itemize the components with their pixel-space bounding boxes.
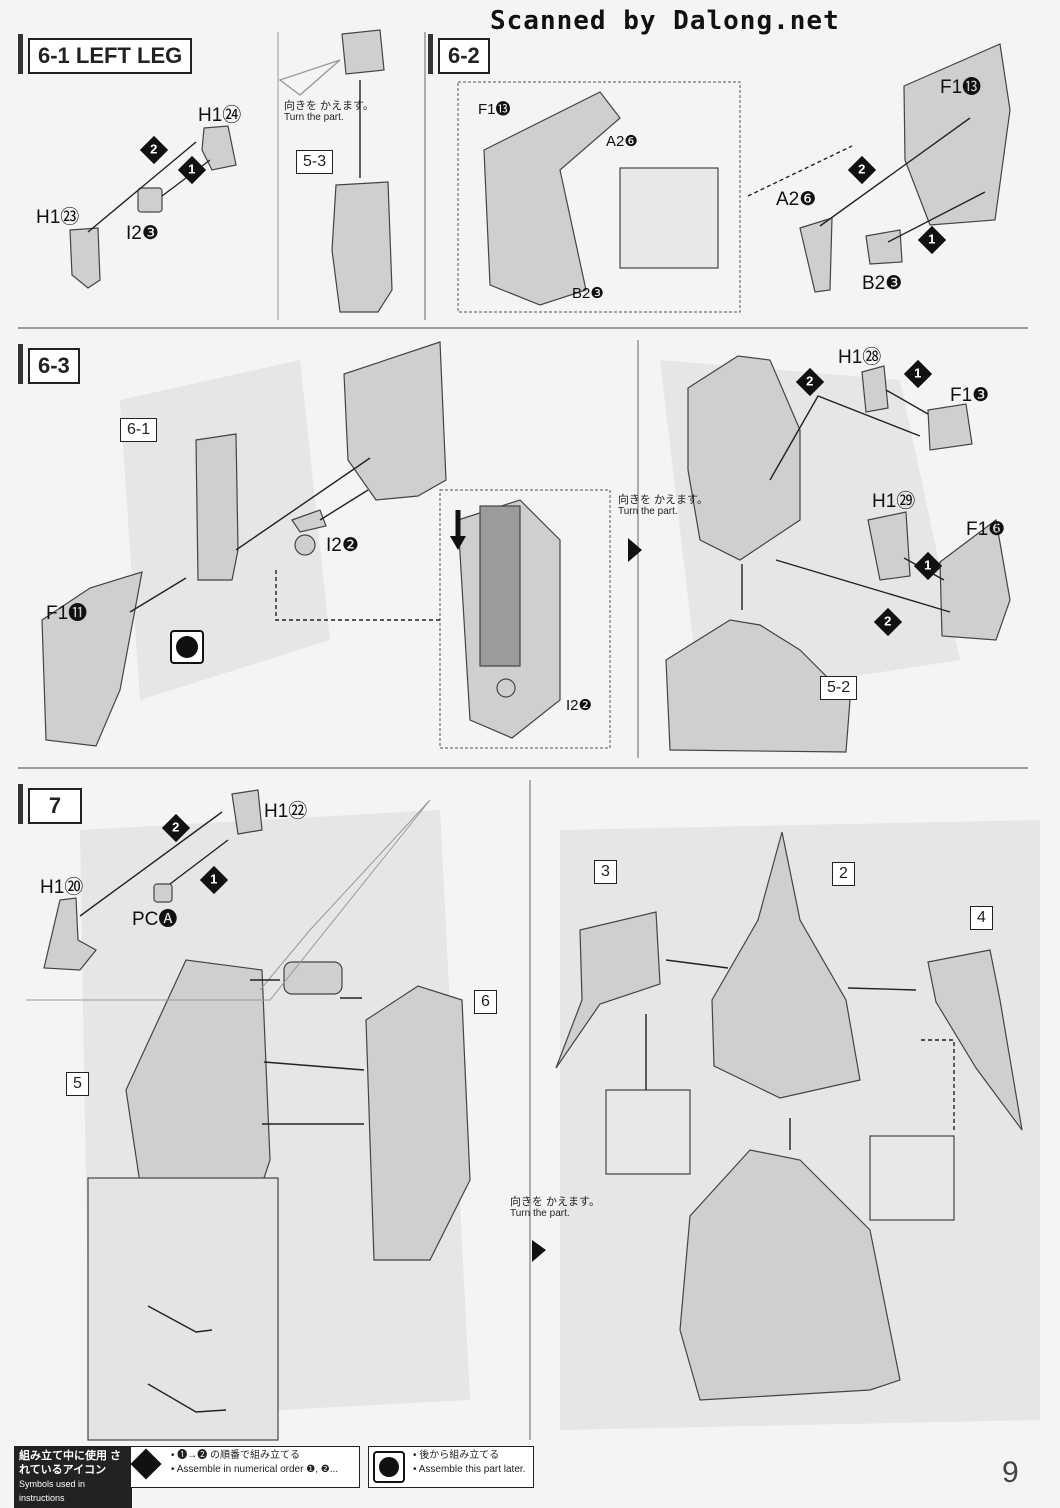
step-6-1-title: 6-1 LEFT LEG bbox=[28, 38, 193, 74]
step-marker-bar bbox=[428, 34, 433, 74]
part-label: B2❸ bbox=[572, 285, 604, 302]
order-badge: 1 bbox=[913, 551, 943, 581]
order-diamond-icon bbox=[130, 1448, 162, 1480]
step-6-2-title: 6-2 bbox=[438, 38, 490, 74]
part-label: A2❻ bbox=[776, 189, 817, 210]
watermark-text: Scanned by Dalong.net bbox=[490, 6, 840, 36]
part-label: H1㉓ bbox=[36, 207, 80, 228]
page-number: 9 bbox=[1002, 1456, 1019, 1489]
part-label: H1㉙ bbox=[872, 491, 916, 512]
order-badge: 2 bbox=[847, 155, 877, 185]
part-label: H1㉘ bbox=[838, 347, 882, 368]
part-label: H1㉒ bbox=[264, 801, 308, 822]
order-badge: 2 bbox=[873, 607, 903, 637]
part-label: PC🅐 bbox=[132, 909, 178, 930]
part-label: A2❻ bbox=[606, 133, 638, 150]
part-label: F1⓭ bbox=[940, 77, 982, 98]
turn-note: 向きを かえます。 Turn the part. bbox=[618, 494, 708, 517]
part-label: H1㉔ bbox=[198, 105, 242, 126]
step-reference-box: 3 bbox=[594, 860, 617, 884]
icon-legend-later: • 後から組み立てる • Assemble this part later. bbox=[368, 1446, 534, 1488]
part-label: I2❷ bbox=[566, 697, 592, 714]
part-label: F1⓭ bbox=[478, 101, 511, 118]
part-label: B2❸ bbox=[862, 273, 903, 294]
part-label: F1❸ bbox=[950, 385, 990, 406]
part-label: I2❸ bbox=[126, 223, 159, 244]
order-badge: 1 bbox=[903, 359, 933, 389]
step-reference-box: 4 bbox=[970, 906, 993, 930]
step-reference-box: 5 bbox=[66, 1072, 89, 1096]
step-marker-bar bbox=[18, 34, 23, 74]
order-badge: 1 bbox=[917, 225, 947, 255]
turn-note: 向きを かえます。 Turn the part. bbox=[284, 100, 374, 123]
part-label: F1⓫ bbox=[46, 603, 88, 624]
step-reference-box: 6-1 bbox=[120, 418, 158, 442]
order-badge: 2 bbox=[161, 813, 191, 843]
assemble-later-icon bbox=[373, 1451, 405, 1483]
step-reference-box: 5-3 bbox=[296, 150, 334, 174]
step-marker-bar bbox=[18, 784, 23, 824]
step-6-3-title: 6-3 bbox=[28, 348, 80, 384]
turn-note: 向きを かえます。 Turn the part. bbox=[510, 1196, 600, 1219]
order-badge: 2 bbox=[139, 135, 169, 165]
assemble-later-icon bbox=[170, 630, 204, 664]
order-badge: 1 bbox=[199, 865, 229, 895]
step-reference-box: 5-2 bbox=[820, 676, 858, 700]
order-badge: 2 bbox=[795, 367, 825, 397]
icon-legend-order: • ❶→❷ の順番で組み立てる • Assemble in numerical … bbox=[130, 1446, 360, 1488]
step-marker-bar bbox=[18, 344, 23, 384]
part-label: F1❻ bbox=[966, 519, 1006, 540]
order-badge: 1 bbox=[177, 155, 207, 185]
step-7-title: 7 bbox=[28, 788, 82, 824]
step-reference-box: 6 bbox=[474, 990, 497, 1014]
part-label: I2❷ bbox=[326, 535, 359, 556]
icon-legend-label: 組み立て中に使用 されているアイコン Symbols used in instr… bbox=[14, 1446, 132, 1508]
step-reference-box: 2 bbox=[832, 862, 855, 886]
part-label: H1⑳ bbox=[40, 877, 84, 898]
